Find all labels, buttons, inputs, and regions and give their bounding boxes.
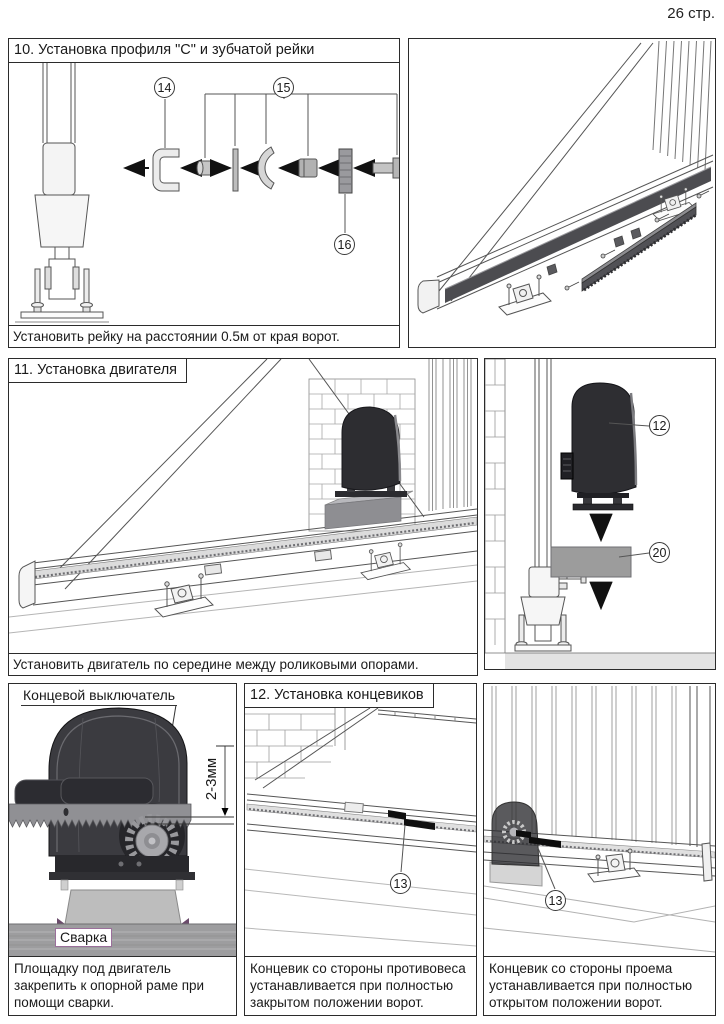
callout-13-left: 13 [390,873,411,894]
anchor-plate-a [154,573,214,618]
detail-leaders [608,422,650,558]
brick-wall [245,708,346,779]
gate-slats [428,359,472,511]
callout-leader [400,824,406,873]
roller-support-b [652,187,697,221]
callout-13-right: 13 [545,890,566,911]
drive-gear [125,814,179,868]
step11-caption: Установить двигатель по середине между р… [9,653,477,675]
callout-15: 15 [273,77,294,98]
motor-base [49,856,195,891]
rack-segment-part [338,148,353,194]
gate-brace [254,707,476,789]
gap-dimension [145,745,234,825]
step11-title: 11. Установка двигателя [9,359,188,383]
motor-ghost [489,801,543,887]
motor-front [560,382,638,511]
release-lever [60,777,154,805]
ground-strip [505,653,715,669]
gap-label: 2-3мм [203,757,220,801]
ground-lines [245,868,476,947]
panel-step10: 10. Установка профиля "С" и зубчатой рей… [8,38,400,348]
plate-part [232,148,239,192]
roller-support [587,848,641,883]
callout-16: 16 [334,234,355,255]
sleeve-part [298,158,318,178]
step11-detail-illustration [485,359,715,669]
gate-slats [491,686,711,848]
pedestal [64,889,182,925]
roller-support-a [498,274,552,316]
step10-caption: Установить рейку на расстоянии 0.5м от к… [9,325,399,347]
gear-rack [581,202,697,292]
step12-caption-right: Концевик со стороны проема устанавливает… [484,956,715,1015]
limit-switch-bracket [388,810,435,830]
ground-lines [9,564,477,634]
panel-step12-left: 12. Установка концевиков 13 Концевик со … [244,683,477,1016]
panel-step10-iso [408,38,716,348]
clamp-part [257,146,275,190]
ground-lines [484,885,715,953]
gate-frame [417,40,714,314]
callout-12: 12 [649,415,670,436]
c-profile-channel [445,167,711,303]
motor-mount-illustration [9,704,236,957]
support-frame-ground [9,923,236,957]
exploded-parts [123,146,399,194]
step12-title: 12. Установка концевиков [245,684,434,708]
step12-right-illustration [484,686,715,953]
step11-illustration [9,359,477,634]
bolt-part [372,162,394,174]
brick-wall-edge [485,359,506,654]
panel-step11-detail: 12 20 [484,358,716,670]
step10-title: 10. Установка профиля "С" и зубчатой рей… [9,39,399,63]
bottom-beam [18,508,477,609]
gate-beam-end-view [15,63,109,323]
anchor-plate-b [360,542,412,581]
motor-iso [335,406,407,497]
gear-rack-front [9,803,192,828]
step10-iso-illustration [417,40,714,316]
callout-leader [537,847,556,890]
c-profile-part [152,148,180,192]
panel-step11: 11. Установка двигателя Установить двига… [8,358,478,676]
panel-step12-right: 13 Концевик со стороны проема устанавлив… [483,683,716,1016]
motor-mount-caption: Площадку под двигатель закрепить к опорн… [9,956,236,1015]
small-fasteners [546,190,710,291]
callout-14: 14 [154,77,175,98]
weld-label: Сварка [55,928,113,947]
mounting-plate [550,546,632,578]
limit-switch-bracket [516,830,561,848]
bottom-beam [246,793,476,853]
panel-motor-mount: Концевой выключатель 2-3мм Сварка Площад… [8,683,237,1016]
step12-left-illustration [245,707,476,947]
step12-caption-left: Концевик со стороны противовеса устанавл… [245,956,476,1015]
callout-20: 20 [649,542,670,563]
step10-illustration [15,63,399,323]
page-number: 26 стр. [667,5,715,22]
limit-switch-label: Концевой выключатель [21,687,178,706]
